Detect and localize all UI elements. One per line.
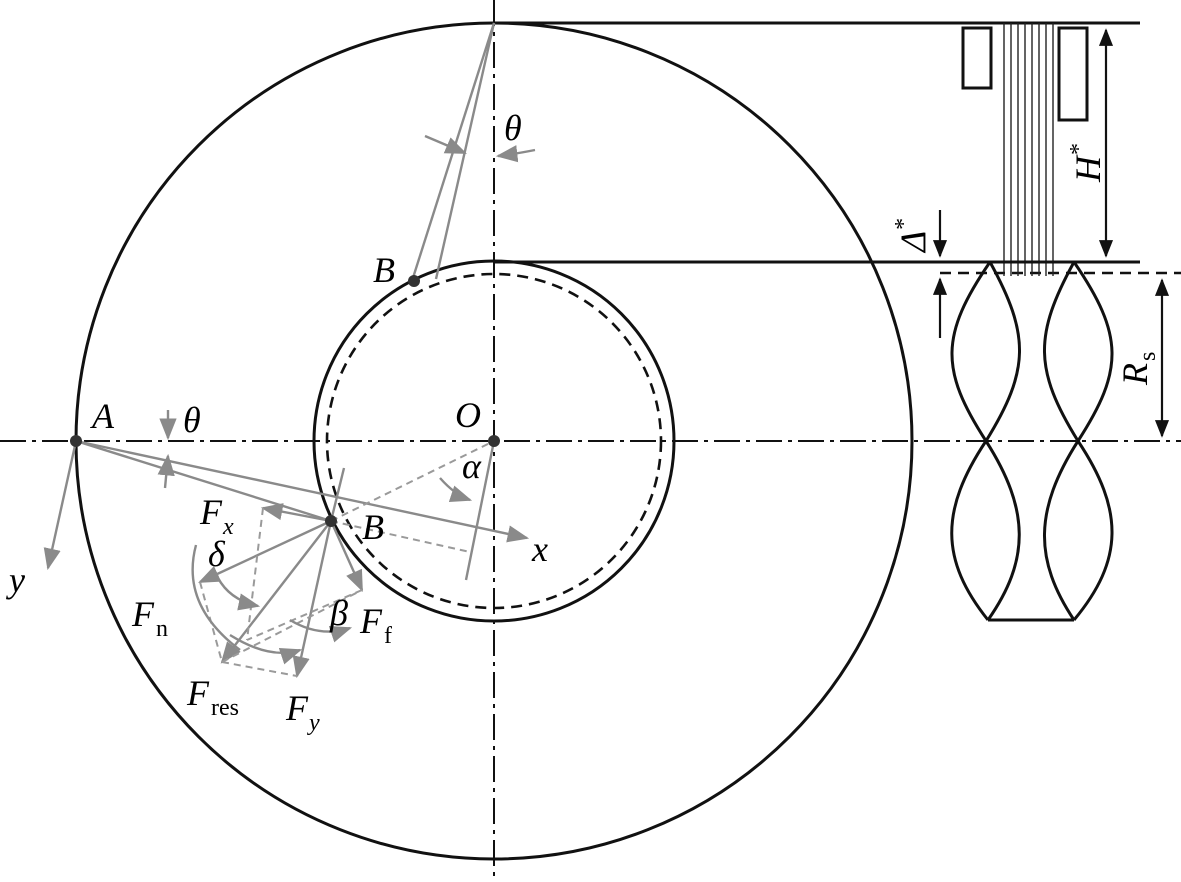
b-top-label: B bbox=[373, 250, 395, 290]
h-main: H bbox=[1068, 154, 1108, 183]
beta-label: β bbox=[329, 593, 348, 633]
h-sup: * bbox=[1066, 143, 1092, 155]
fn-label: Fn bbox=[131, 594, 168, 642]
rs-sub: s bbox=[1135, 352, 1161, 361]
svg-text:H*: H* bbox=[1066, 143, 1108, 183]
h-dimension-label: H* bbox=[1066, 143, 1108, 183]
fx-sub: x bbox=[222, 514, 234, 540]
point-b-mid bbox=[325, 515, 337, 527]
rs-main: R bbox=[1115, 363, 1155, 386]
alpha-label: α bbox=[462, 446, 482, 486]
a-label: A bbox=[90, 396, 115, 436]
rs-dimension-label: Rs bbox=[1115, 352, 1161, 386]
strip-stack bbox=[961, 23, 1089, 276]
point-o bbox=[488, 435, 500, 447]
fy-sub: y bbox=[307, 710, 320, 736]
theta-mid-label: θ bbox=[183, 400, 201, 440]
force-construction bbox=[43, 410, 530, 679]
fx-label: Fx bbox=[199, 492, 234, 540]
fx-main: F bbox=[199, 492, 223, 532]
fres-label: Fres bbox=[186, 673, 239, 721]
svg-text:Δ*: Δ* bbox=[891, 218, 933, 254]
fres-main: F bbox=[186, 673, 210, 713]
b-mid-label: B bbox=[362, 507, 384, 547]
x-axis-label: x bbox=[531, 529, 548, 569]
fy-main: F bbox=[285, 688, 309, 728]
twisted-profile bbox=[950, 260, 1114, 622]
ff-main: F bbox=[359, 601, 383, 641]
top-angle-construction bbox=[410, 22, 536, 282]
fn-main: F bbox=[131, 594, 155, 634]
dashed-inner-circle bbox=[325, 272, 663, 610]
delta-angle-label: δ bbox=[208, 534, 226, 574]
delta-main: Δ bbox=[893, 231, 933, 254]
svg-text:Rs: Rs bbox=[1115, 352, 1161, 386]
ff-sub: f bbox=[384, 623, 392, 649]
ff-label: Ff bbox=[359, 601, 392, 649]
point-a bbox=[70, 435, 82, 447]
fres-sub: res bbox=[211, 695, 239, 721]
point-b-top bbox=[408, 275, 420, 287]
o-label: O bbox=[455, 395, 481, 435]
delta-sup: * bbox=[891, 218, 917, 230]
delta-dimension-label: Δ* bbox=[891, 218, 933, 254]
theta-top-label: θ bbox=[504, 108, 522, 148]
fn-sub: n bbox=[156, 616, 168, 642]
fy-label: Fy bbox=[285, 688, 320, 736]
y-axis-label: y bbox=[6, 560, 25, 600]
